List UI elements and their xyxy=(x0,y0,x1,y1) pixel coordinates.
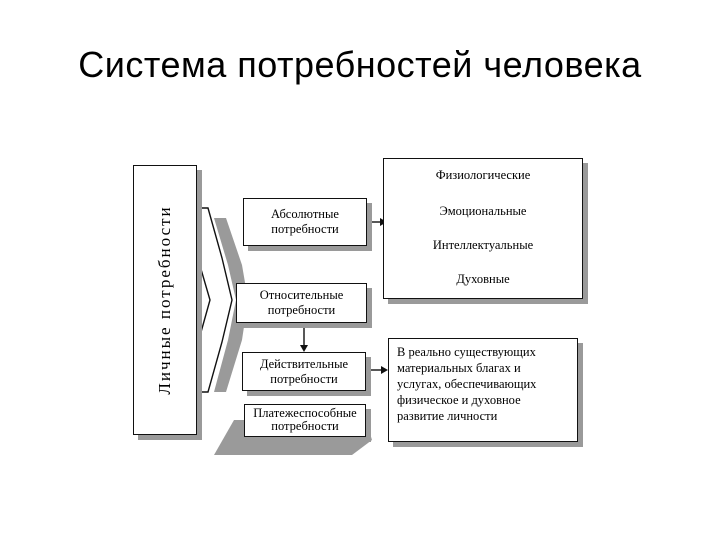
reality-line: В реально существующих xyxy=(397,345,536,359)
brace-shadow xyxy=(214,218,248,392)
reality-line: материальных благах и xyxy=(397,361,521,375)
reality-line: развитие личности xyxy=(397,409,498,423)
box-line: потребности xyxy=(270,372,338,386)
reality-line: услугах, обеспечивающих xyxy=(397,377,537,391)
reality-box: В реально существующих материальных благ… xyxy=(388,338,578,442)
side-label-box: Личные потребности xyxy=(133,165,197,435)
brace-arrow xyxy=(195,207,233,393)
relative-needs-box: Относительные потребности xyxy=(236,283,367,323)
actual-needs-box: Действительные потребности xyxy=(242,352,366,391)
solvent-needs-box: Платежеспособные потребности xyxy=(244,404,366,437)
box-line: Платежеспособные xyxy=(253,406,357,420)
box-line: Относительные xyxy=(259,288,344,302)
list-item: Духовные xyxy=(456,272,510,286)
arrowhead-relative xyxy=(300,345,308,352)
list-item: Интеллектуальные xyxy=(432,238,534,252)
arrowhead-actual xyxy=(381,366,388,374)
reality-line: физическое и духовное xyxy=(397,393,521,407)
absolute-needs-list: Физиологические Эмоциональные Интеллекту… xyxy=(383,158,583,299)
box-line: потребности xyxy=(271,419,339,433)
box-line: потребности xyxy=(267,303,336,317)
box-line: Абсолютные xyxy=(271,207,339,221)
list-item: Эмоциональные xyxy=(439,204,527,218)
side-label: Личные потребности xyxy=(155,205,174,395)
list-item: Физиологические xyxy=(435,168,531,182)
absolute-needs-box: Абсолютные потребности xyxy=(243,198,367,246)
box-line: потребности xyxy=(271,222,339,236)
page-title: Система потребностей человека xyxy=(78,44,642,85)
box-line: Действительные xyxy=(259,357,349,371)
